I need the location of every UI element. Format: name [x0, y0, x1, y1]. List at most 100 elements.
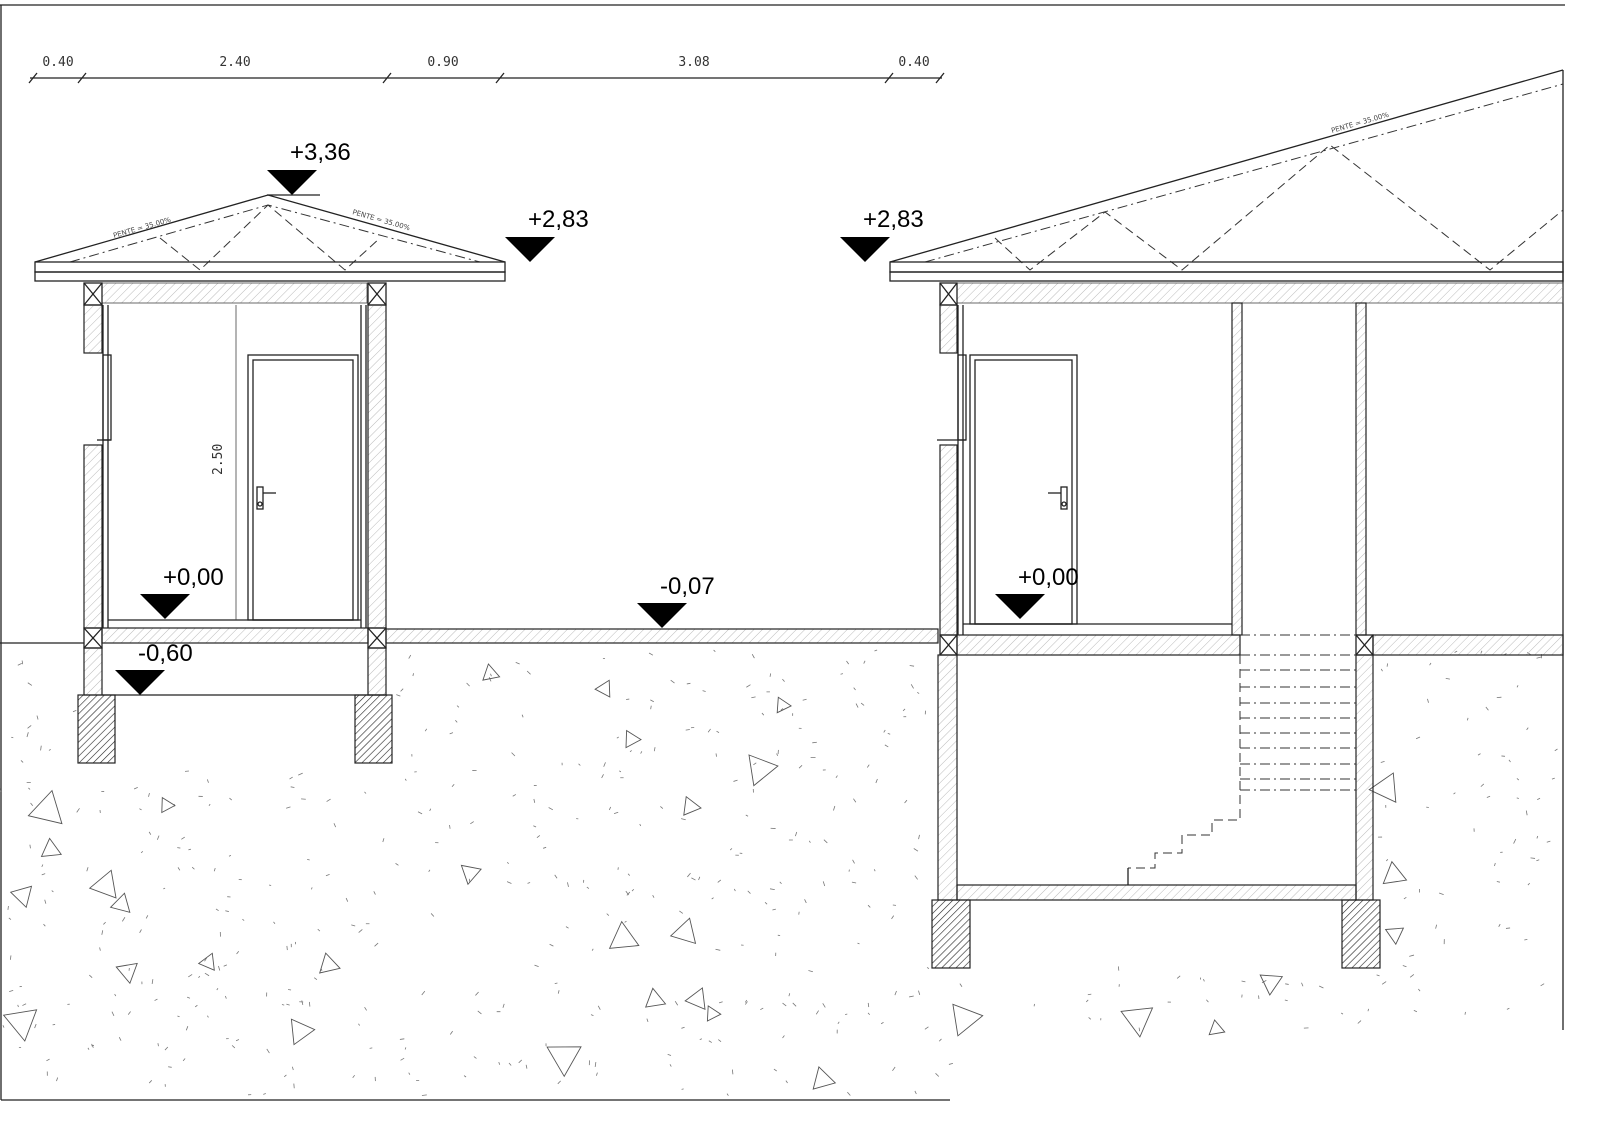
soil-speck	[639, 823, 642, 827]
soil-speck	[148, 1080, 153, 1084]
soil-speck	[1381, 981, 1387, 985]
soil-speck	[456, 705, 460, 708]
soil-speck	[27, 682, 33, 686]
soil-speck	[449, 824, 451, 829]
soil-speck	[798, 765, 803, 769]
soil-speck	[667, 1053, 672, 1056]
soil-aggregate-icon	[1120, 1007, 1154, 1038]
soil-speck	[557, 1080, 561, 1085]
soil-speck	[26, 732, 29, 738]
soil-speck	[652, 894, 655, 898]
soil-speck	[578, 763, 581, 766]
soil-speck	[594, 1062, 597, 1067]
soil-speck	[223, 964, 228, 967]
soil-speck	[20, 760, 24, 763]
soil-speck	[1496, 881, 1500, 883]
level-triangle-icon	[637, 603, 687, 628]
soil-speck	[918, 834, 920, 840]
soil-speck	[490, 673, 492, 677]
soil-speck	[412, 673, 414, 677]
soil-speck	[938, 1038, 942, 1042]
soil-speck	[892, 1066, 896, 1072]
soil-aggregate-icon	[161, 796, 176, 814]
soil-speck	[301, 1000, 304, 1005]
soil-speck	[99, 947, 101, 951]
soil-speck	[554, 874, 558, 879]
soil-speck	[44, 899, 47, 904]
roof-slope-label: PENTE = 35.00%	[351, 208, 411, 232]
top-dimension-chain: 0.40 2.40 0.90 3.08 0.40	[28, 55, 945, 84]
soil-speck	[536, 835, 541, 839]
soil-speck	[266, 1048, 270, 1054]
soil-speck	[769, 673, 772, 677]
soil-speck	[884, 744, 889, 748]
soil-speck	[753, 762, 757, 766]
svg-text:-0,60: -0,60	[138, 640, 193, 667]
soil-speck	[804, 899, 807, 904]
sheet-frame	[0, 4, 1565, 1101]
soil-speck	[145, 915, 149, 919]
soil-speck	[317, 928, 321, 932]
soil-speck	[429, 808, 432, 812]
soil-speck	[404, 778, 407, 781]
soil-speck	[34, 1023, 37, 1029]
soil-aggregate-icon	[684, 987, 706, 1011]
soil-speck	[1513, 838, 1517, 844]
soil-speck	[1530, 857, 1536, 859]
soil-speck	[463, 1075, 467, 1078]
soil-speck	[918, 990, 921, 996]
timber-post-icon	[83, 282, 387, 649]
soil-speck	[851, 881, 857, 884]
soil-speck	[687, 872, 691, 878]
soil-speck	[358, 1023, 360, 1026]
soil-speck	[72, 710, 77, 713]
soil-aggregate-icon	[319, 952, 341, 974]
soil-speck	[1380, 761, 1385, 763]
soil-speck	[470, 821, 474, 825]
soil-speck	[333, 823, 337, 828]
soil-speck	[1318, 985, 1324, 989]
soil-speck	[874, 649, 878, 652]
soil-speck	[1554, 748, 1558, 752]
soil-speck	[157, 1043, 159, 1047]
soil-speck	[909, 665, 915, 667]
soil-speck	[242, 918, 245, 921]
soil-speck	[718, 1039, 722, 1043]
soil-speck	[2, 1025, 5, 1028]
soil-aggregate-icon	[115, 962, 138, 985]
soil-speck	[1498, 923, 1501, 927]
soil-speck	[1409, 954, 1415, 957]
soil-speck	[17, 663, 22, 666]
ground-line	[0, 628, 939, 644]
soil-speck	[148, 831, 152, 835]
soil-speck	[875, 778, 878, 784]
soil-speck	[213, 867, 216, 872]
svg-text:+2,83: +2,83	[863, 206, 924, 233]
soil-speck	[164, 1046, 169, 1051]
svg-text:+3,36: +3,36	[290, 139, 351, 166]
soil-speck	[629, 750, 632, 753]
soil-speck	[188, 848, 191, 851]
soil-speck	[1486, 795, 1491, 798]
soil-aggregate-icon	[594, 679, 611, 698]
soil-speck	[236, 950, 240, 955]
soil-speck	[1285, 983, 1289, 985]
soil-speck	[204, 957, 207, 962]
soil-speck	[404, 1047, 407, 1050]
soil-speck	[846, 660, 850, 665]
soil-speck	[430, 913, 435, 917]
soil-speck	[506, 861, 509, 864]
soil-speck	[717, 879, 722, 883]
dimension-label: 0.40	[898, 55, 929, 70]
soil-speck	[182, 1058, 186, 1062]
soil-speck	[27, 725, 32, 729]
soil-speck	[206, 779, 209, 783]
soil-aggregate-icon	[109, 892, 131, 913]
soil-speck	[139, 808, 142, 811]
svg-text:+2,83: +2,83	[528, 206, 589, 233]
soil-speck	[764, 902, 768, 905]
soil-speck	[518, 1059, 523, 1064]
soil-speck	[1506, 1007, 1510, 1010]
soil-speck	[527, 882, 531, 884]
svg-text:+0,00: +0,00	[163, 564, 224, 591]
